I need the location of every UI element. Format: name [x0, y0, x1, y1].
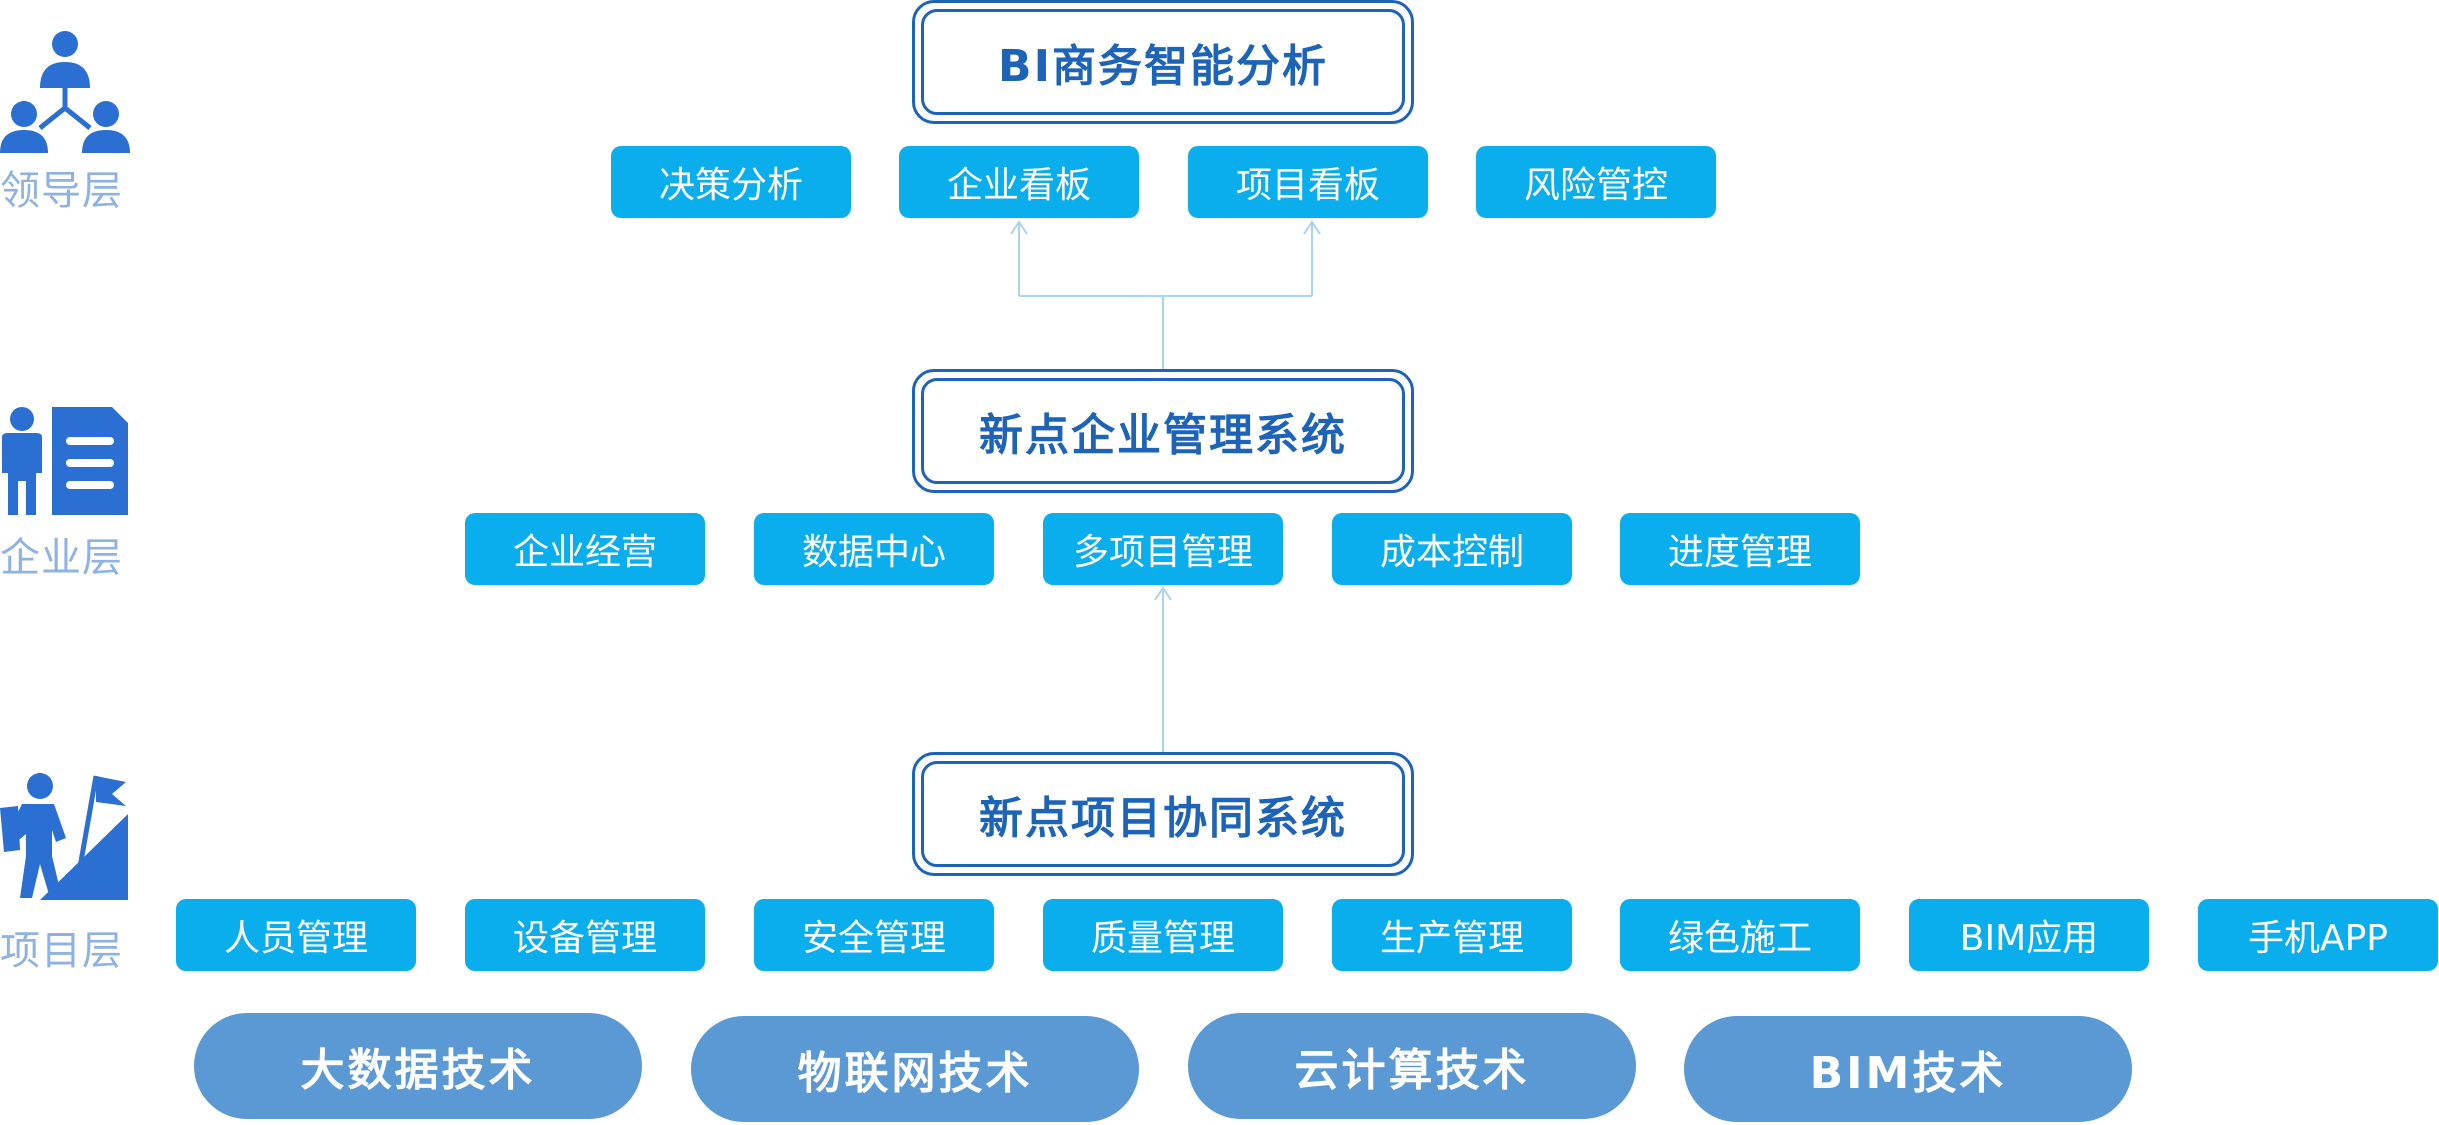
module-enterprise-dashboard[interactable]: 企业看板 [899, 146, 1139, 218]
level-label-project: 项目层 [0, 928, 123, 974]
module-bim-app[interactable]: BIM应用 [1909, 899, 2149, 971]
climber-flag-icon [0, 773, 128, 900]
arrowhead-multi-project [1154, 586, 1172, 601]
tech-iot[interactable]: 物联网技术 [691, 1016, 1139, 1122]
module-green-construction[interactable]: 绿色施工 [1620, 899, 1860, 971]
system-title-project: 新点项目协同系统 [921, 761, 1405, 867]
level-label-leader: 领导层 [0, 168, 123, 214]
system-title-bi: BI商务智能分析 [921, 9, 1405, 115]
leader-hierarchy-icon [0, 31, 130, 153]
system-box-enterprise[interactable]: 新点企业管理系统 [912, 369, 1414, 493]
module-enterprise-operation[interactable]: 企业经营 [465, 513, 705, 585]
module-schedule[interactable]: 进度管理 [1620, 513, 1860, 585]
module-project-dashboard[interactable]: 项目看板 [1188, 146, 1428, 218]
module-cost-control[interactable]: 成本控制 [1332, 513, 1572, 585]
module-decision-analysis[interactable]: 决策分析 [611, 146, 851, 218]
module-quality[interactable]: 质量管理 [1043, 899, 1283, 971]
level-label-enterprise: 企业层 [0, 535, 123, 581]
arrowhead-kanban-project [1303, 220, 1321, 235]
module-mobile-app[interactable]: 手机APP [2198, 899, 2438, 971]
tech-big-data[interactable]: 大数据技术 [194, 1013, 642, 1119]
module-personnel[interactable]: 人员管理 [176, 899, 416, 971]
module-multi-project[interactable]: 多项目管理 [1043, 513, 1283, 585]
arrowhead-kanban-enterprise [1010, 220, 1028, 235]
system-title-enterprise: 新点企业管理系统 [921, 378, 1405, 484]
module-safety[interactable]: 安全管理 [754, 899, 994, 971]
system-box-project[interactable]: 新点项目协同系统 [912, 752, 1414, 876]
module-production[interactable]: 生产管理 [1332, 899, 1572, 971]
tech-cloud[interactable]: 云计算技术 [1188, 1013, 1636, 1119]
module-risk-control[interactable]: 风险管控 [1476, 146, 1716, 218]
connector-enterprise-to-bi [1018, 222, 1313, 372]
module-data-center[interactable]: 数据中心 [754, 513, 994, 585]
module-equipment[interactable]: 设备管理 [465, 899, 705, 971]
person-document-icon [2, 407, 128, 515]
system-box-bi[interactable]: BI商务智能分析 [912, 0, 1414, 124]
tech-bim[interactable]: BIM技术 [1684, 1016, 2132, 1122]
